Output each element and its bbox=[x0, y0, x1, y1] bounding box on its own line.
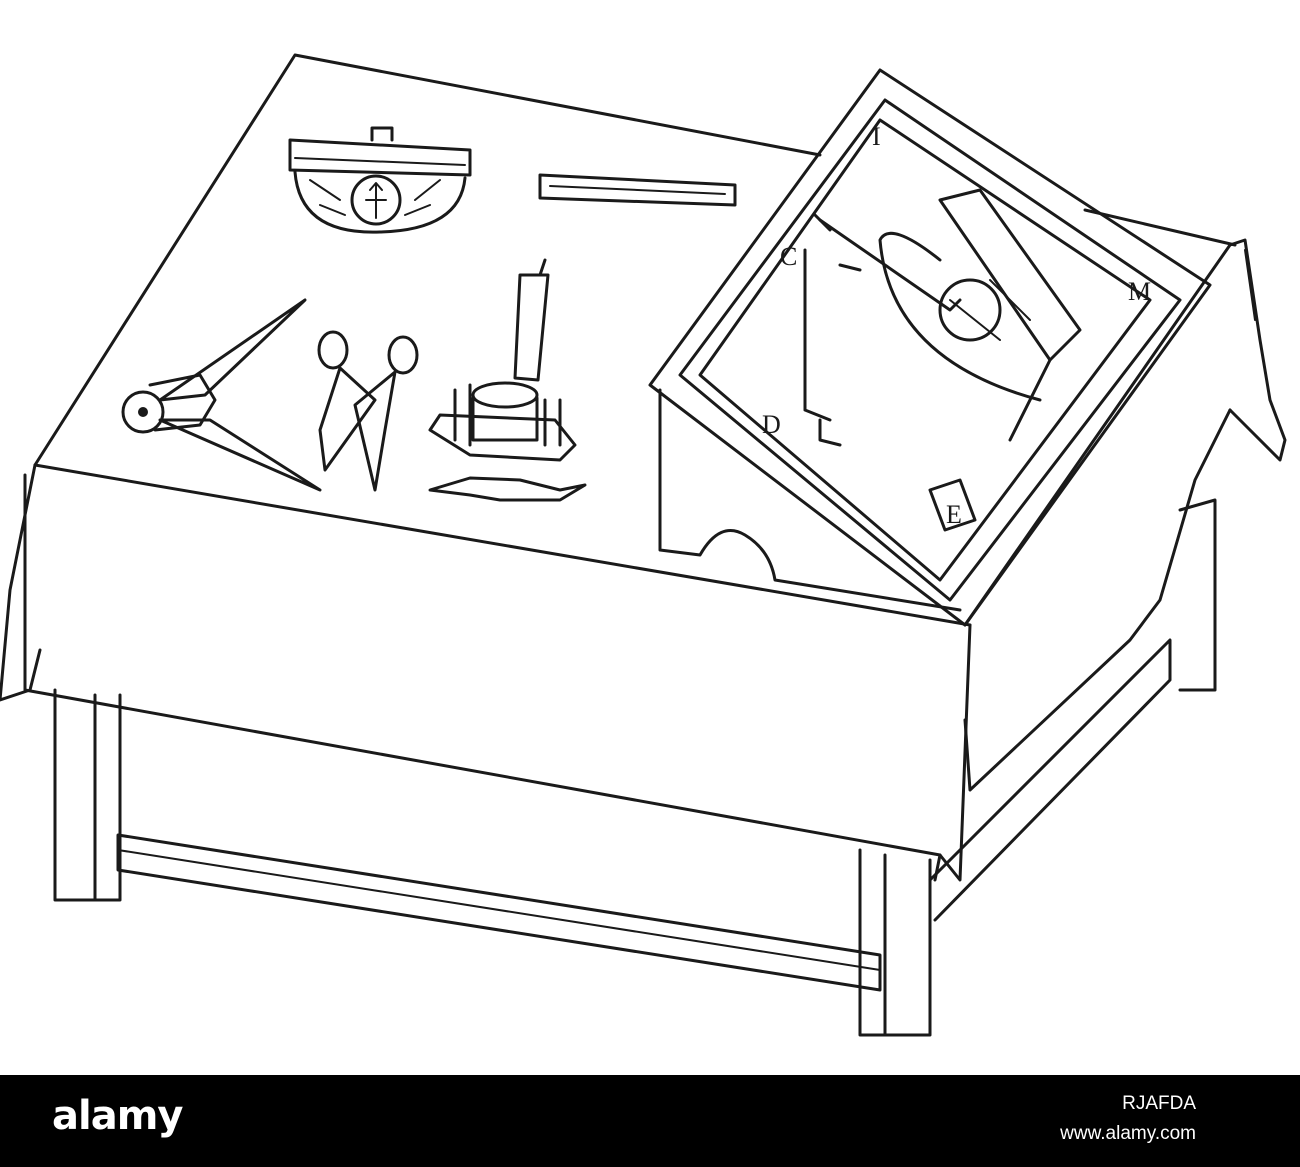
board-letter-m: M bbox=[1128, 277, 1151, 306]
board-letter-i: I bbox=[872, 122, 881, 151]
ruler bbox=[538, 173, 737, 207]
watermark-footer: alamy RJAFDA www.alamy.com bbox=[0, 1075, 1300, 1167]
site-url: www.alamy.com bbox=[1060, 1123, 1196, 1144]
woodcut-illustration: I C D E M bbox=[0, 53, 1287, 1037]
alamy-logo: alamy bbox=[52, 1093, 183, 1139]
drawing-board: I C D E M bbox=[648, 68, 1212, 627]
image-id: RJAFDA bbox=[1122, 1093, 1196, 1114]
candle-inkstand bbox=[428, 258, 587, 502]
tablecloth bbox=[0, 53, 1287, 882]
board-letter-e: E bbox=[946, 500, 962, 529]
board-letter-c: C bbox=[780, 242, 797, 271]
dividers bbox=[121, 298, 322, 492]
board-letter-d: D bbox=[762, 410, 781, 439]
scissors bbox=[317, 330, 419, 492]
protractor-instrument bbox=[288, 126, 472, 234]
table-legs bbox=[53, 498, 1217, 1037]
